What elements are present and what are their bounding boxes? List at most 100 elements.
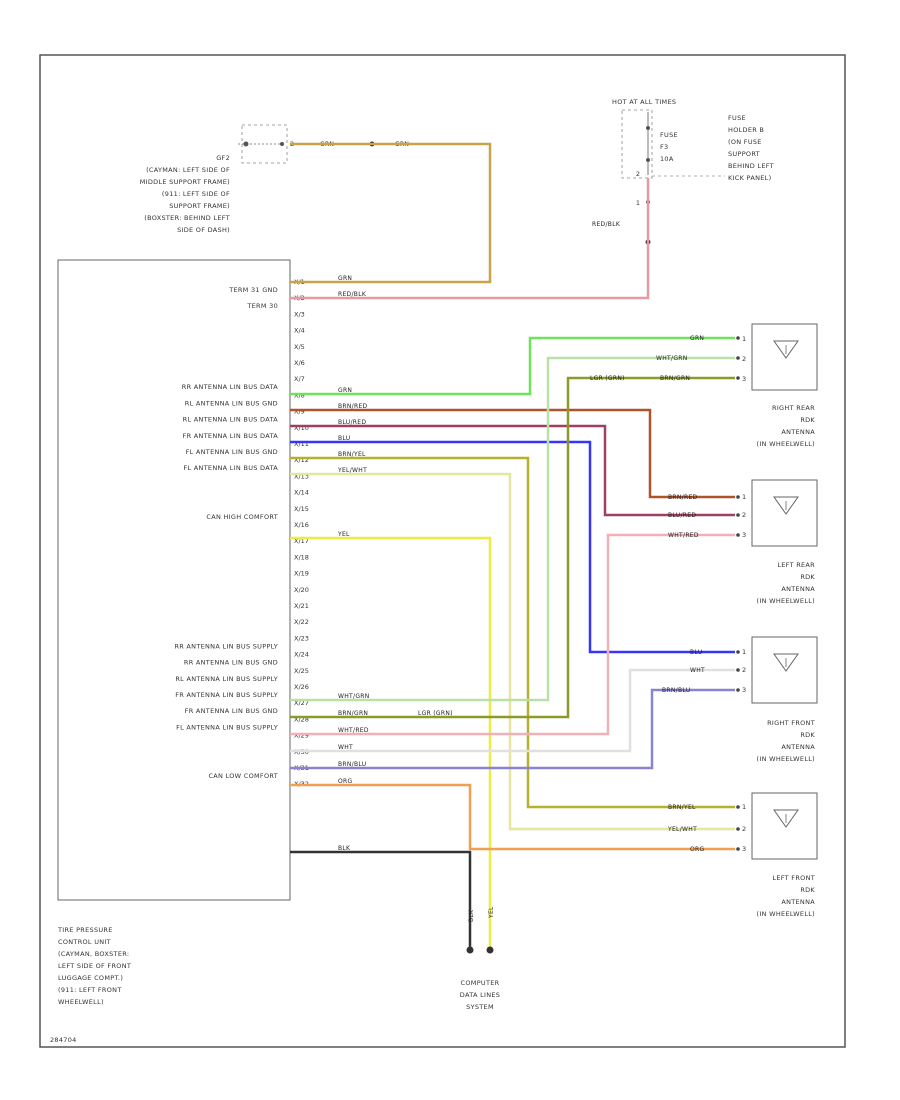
wire-x11-brn-yel [290, 456, 735, 809]
lr-wire-1: BRN/RED [668, 494, 698, 501]
tire-pressure-control-unit [57, 259, 291, 901]
rr-wire-3: BRN/GRN [660, 375, 690, 382]
lr-wire-2: BLU/RED [668, 512, 696, 519]
fuse-pin-a: 2 [636, 170, 640, 178]
module-function-label: TERM 30 [246, 302, 278, 310]
module-pin-label: X/18 [294, 553, 309, 561]
wire-label-x24: BRN/GRN [338, 710, 368, 717]
fuse-holder-5: BEHIND LEFT [728, 162, 774, 170]
module-name-6: (911: LEFT FRONT [58, 986, 122, 994]
terminal-dot-icon [736, 513, 740, 517]
module-pin-label: X/22 [294, 618, 309, 626]
antenna-right-rear: GRN WHT/GRN LGR (GRN) BRN/GRN 1 2 3 RIGH… [590, 323, 818, 448]
module-pin-label: X/25 [294, 667, 309, 675]
wire-x9-blu-red [290, 424, 735, 517]
antenna-box [751, 323, 818, 391]
wires [290, 142, 735, 948]
terminal-dot-icon [736, 668, 740, 672]
wire-x27-brn-blu [290, 688, 735, 770]
terminal-dot-icon [736, 688, 740, 692]
wire-x12-yel-wht [290, 472, 735, 831]
antenna-icon [773, 496, 799, 515]
lf-name-4: (IN WHEELWELL) [757, 910, 815, 918]
lr-pin-1: 1 [742, 493, 746, 501]
rr-name-1: RIGHT REAR [772, 404, 815, 412]
rr-wire-1: GRN [690, 335, 704, 342]
module-pin-label: X/28 [294, 715, 309, 723]
module-pin-label: X/11 [294, 440, 309, 448]
module-function-label: RR ANTENNA LIN BUS SUPPLY [174, 642, 278, 650]
module-pin-label: X/9 [294, 408, 305, 416]
ground-desc-2: MIDDLE SUPPORT FRAME) [140, 178, 230, 186]
wire-label-x26: WHT [338, 744, 353, 751]
wire-x26-wht [290, 668, 735, 753]
rf-wire-1: BLU [690, 649, 702, 656]
terminal-dot-icon [736, 533, 740, 537]
module-wire-labels: GRN RED/BLK GRN BRN/RED BLU/RED BLU BRN/… [337, 275, 453, 852]
module-name-1: TIRE PRESSURE [57, 926, 113, 934]
ground-desc-1: (CAYMAN: LEFT SIDE OF [146, 166, 230, 174]
antenna-box [751, 792, 818, 860]
module-name-2: CONTROL UNIT [58, 938, 111, 946]
wire-x31-blk [290, 850, 472, 948]
rf-name-1: RIGHT FRONT [767, 719, 815, 727]
lr-name-1: LEFT REAR [777, 561, 815, 569]
fuse-label-2: F3 [660, 143, 668, 151]
fuse-pin-b: 1 [636, 199, 640, 207]
fuse-holder-6: KICK PANEL) [728, 174, 771, 182]
terminal-dot-icon [736, 376, 740, 380]
terminal-dot-icon [736, 495, 740, 499]
wire-label-x1: GRN [338, 275, 352, 282]
ground-desc-3: (911: LEFT SIDE OF [162, 190, 230, 198]
wire-x24-brn-grn [290, 376, 735, 719]
terminal-dot-icon [736, 650, 740, 654]
module-function-label: FR ANTENNA LIN BUS DATA [183, 432, 279, 440]
rr-pin-1: 1 [742, 335, 746, 343]
wire-x28-org [290, 783, 735, 851]
module-function-label: FL ANTENNA LIN BUS SUPPLY [176, 723, 278, 731]
module-function-label: RL ANTENNA LIN BUS GND [185, 399, 278, 407]
module-pin-label: X/13 [294, 472, 309, 480]
rr-name-3: ANTENNA [781, 428, 815, 436]
terminal-dot-icon [736, 356, 740, 360]
fuse-holder-1: FUSE [728, 114, 746, 122]
wire-label-x8: BRN/RED [338, 403, 368, 410]
data-line-dot-icon [486, 946, 494, 954]
terminal-dot-icon [736, 827, 740, 831]
ground-desc-5: (BOXSTER: BEHIND LEFT [144, 214, 230, 222]
antenna-box [751, 479, 818, 547]
lf-pin-1: 1 [742, 803, 746, 811]
wire-label-x24b: LGR (GRN) [418, 710, 453, 717]
module-function-label: FL ANTENNA LIN BUS GND [186, 448, 278, 456]
wire-label-x28: ORG [338, 778, 352, 785]
module-pin-label: X/6 [294, 359, 305, 367]
antenna-icon [773, 340, 799, 359]
lf-name-3: ANTENNA [781, 898, 815, 906]
fuse-label-1: FUSE [660, 131, 678, 139]
antenna-left-front: BRN/YEL YEL/WHT ORG 1 2 3 LEFT FRONT RDK… [667, 792, 818, 918]
bottom-label-2: DATA LINES [460, 991, 500, 999]
terminal-dot-icon [736, 805, 740, 809]
antenna-left-rear: BRN/RED BLU/RED WHT/RED 1 2 3 LEFT REAR … [668, 479, 818, 605]
diagram-frame [39, 54, 846, 1048]
wire-label-x27: BRN/BLU [338, 761, 366, 768]
wire-label-x10: BLU [338, 435, 350, 442]
terminal-dot-icon [736, 336, 740, 340]
rr-name-4: (IN WHEELWELL) [757, 440, 815, 448]
bottom-label-1: COMPUTER [461, 979, 500, 987]
fuse-holder-3: (ON FUSE [728, 138, 762, 146]
fuse-contact-icon [646, 158, 650, 162]
module-pin-label: X/8 [294, 391, 305, 399]
wire-label-x15: YEL [337, 531, 350, 538]
lf-pin-3: 3 [742, 845, 746, 853]
rr-name-2: RDK [800, 416, 815, 424]
rr-pin-3: 3 [742, 375, 746, 383]
module-function-label: CAN LOW COMFORT [208, 772, 278, 780]
terminal-dot-icon [736, 847, 740, 851]
wire-x15-yel [290, 536, 492, 948]
antenna-box [751, 636, 818, 704]
fuse-block: HOT AT ALL TIMES FUSE F3 10A FUSE HOLDER… [592, 98, 774, 245]
antenna-right-front: BLU WHT BRN/BLU 1 2 3 RIGHT FRONT RDK AN… [662, 636, 818, 763]
